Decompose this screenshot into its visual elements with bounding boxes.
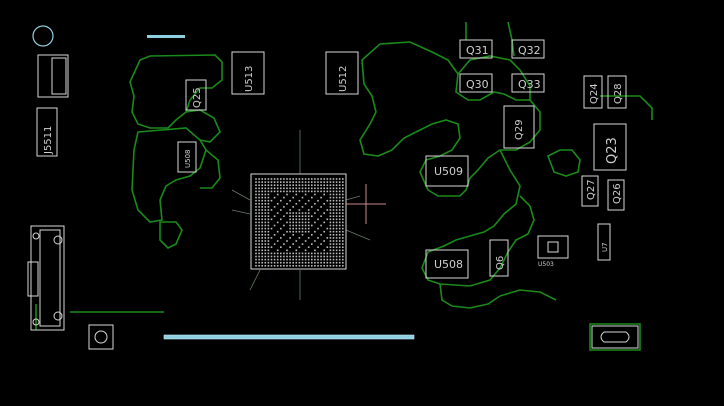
ref-label-q33: Q33 (518, 78, 541, 91)
ref-label-q29: Q29 (514, 119, 525, 140)
transistor-q24: Q24 (583, 75, 603, 109)
ref-label-q24: Q24 (589, 83, 600, 104)
ic-u513: U513 (231, 51, 265, 95)
transistor-q6: Q6 (489, 239, 509, 277)
signal-traces (231, 130, 371, 300)
connector-left (27, 225, 65, 331)
footprint-bottom-left (88, 324, 114, 350)
ref-label-q25: Q25 (192, 87, 203, 108)
ref-label-q32: Q32 (518, 44, 541, 57)
edge-connector-strip (147, 35, 415, 340)
ref-label-q28: Q28 (613, 83, 624, 104)
connector-j5511: J5511 (36, 54, 69, 157)
ref-label-u7: U7 (601, 242, 609, 252)
bga-chip-center (250, 173, 347, 270)
ic-u508: U508 (425, 249, 469, 279)
ref-label-j5511: J5511 (43, 126, 54, 155)
ic-u503: U503 (537, 235, 569, 268)
ref-label-q27: Q27 (586, 179, 597, 200)
transistor-q26: Q26 (607, 179, 625, 211)
ref-label-u509: U509 (434, 165, 463, 178)
transistor-q25: Q25 (185, 79, 207, 111)
transistor-q33: Q33 (511, 73, 545, 93)
transistor-q32: Q32 (511, 39, 545, 59)
transistor-q31: Q31 (459, 39, 493, 59)
ref-label-u508: U508 (434, 258, 463, 271)
mounting-hole (32, 25, 54, 47)
transistor-q29: Q29 (503, 105, 535, 149)
ref-label-u508-left: U508 (184, 150, 192, 168)
footprint-bottom-right (591, 325, 639, 349)
ic-u508-left: U508 (177, 141, 197, 173)
transistor-q28: Q28 (607, 75, 627, 109)
ref-label-q31: Q31 (466, 44, 489, 57)
transistor-q27: Q27 (581, 175, 599, 207)
ref-label-u513: U513 (244, 66, 255, 92)
ref-label-q30: Q30 (466, 78, 489, 91)
transistor-q23: Q23 (593, 123, 627, 171)
ref-label-q23: Q23 (605, 137, 620, 164)
ref-label-u503: U503 (538, 261, 554, 268)
ic-u509: U509 (425, 155, 469, 187)
ic-u512: U512 (325, 51, 359, 95)
crosshair-marker (346, 184, 386, 224)
ic-u7: U7 (597, 223, 611, 261)
ref-label-q6: Q6 (495, 256, 506, 270)
ref-label-q26: Q26 (612, 183, 623, 204)
transistor-q30: Q30 (459, 73, 493, 93)
ref-label-u512: U512 (338, 66, 349, 92)
